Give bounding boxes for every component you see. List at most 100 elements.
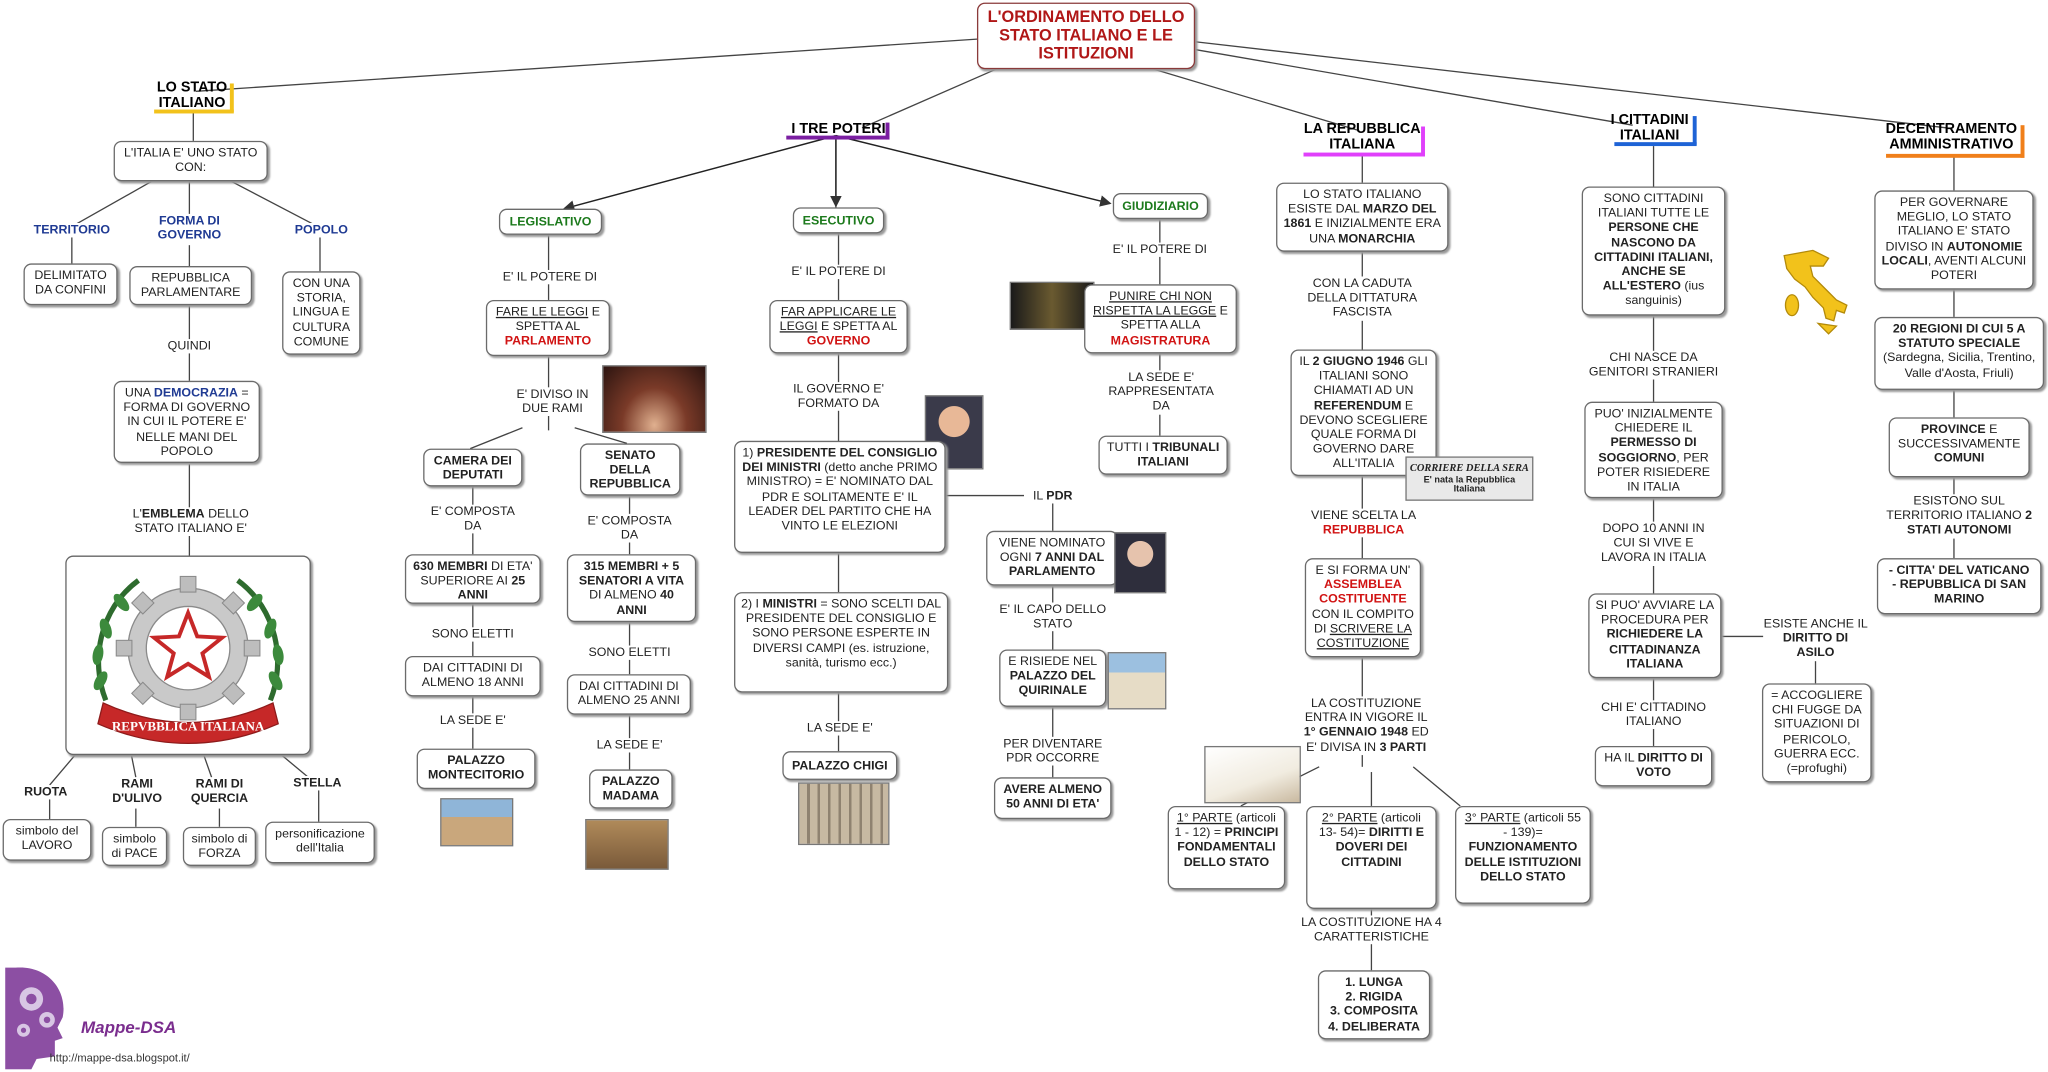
stato-san-marino: - REPUBBLICA DI SAN MARINO	[1892, 577, 2027, 607]
chigi-photo	[798, 782, 890, 846]
camera-cittadini-text: DAI CITTADINI DI ALMENO 18 ANNI	[421, 661, 524, 691]
ulivo-box-text: simbolo di PACE	[111, 832, 158, 861]
anni50-box: AVERE ALMENO 50 ANNI DI ETA'	[993, 777, 1112, 819]
senato-box: SENATO DELLA REPUBBLICA	[579, 443, 681, 496]
stella-box: personificazione dell'Italia	[265, 821, 375, 864]
eletti-senato: SONO ELETTI	[582, 645, 677, 661]
governare-c: , AVENTI ALCUNI POTERI	[1927, 254, 2027, 284]
senato-cittadini-text: DAI CITTADINI DI ALMENO 25 ANNI	[577, 679, 680, 709]
formato-text: IL GOVERNO E' FORMATO DA	[793, 382, 884, 412]
logo-url-text: http://mappe-dsa.blogspot.it/	[49, 1051, 190, 1065]
chi-text: CHI E' CITTADINO ITALIANO	[1601, 700, 1706, 730]
formato-label: IL GOVERNO E' FORMATO DA	[783, 382, 894, 412]
bar-repubblica-bottom	[1303, 152, 1425, 157]
punire-a: PUNIRE CHI NON RISPETTA LA LEGGE	[1092, 289, 1217, 319]
caduta-label: CON LA CADUTA DELLA DITTATURA FASCISTA	[1300, 276, 1424, 321]
punire-box: PUNIRE CHI NON RISPETTA LA LEGGE E SPETT…	[1084, 284, 1237, 354]
presidente-b: PRESIDENTE DEL CONSIGLIO DEI MINISTRI	[742, 446, 938, 475]
regioni-box: 20 REGIONI DI CUI 5 A STATUTO SPECIALE (…	[1874, 316, 2045, 390]
scelta-a: VIENE SCELTA LA	[1311, 508, 1417, 523]
democrazia-c: = FORMA DI GOVERNO IN CUI IL POTERE E' N…	[123, 386, 251, 459]
senato-membri-box: 315 MEMBRI + 5 SENATORI A VITA DI ALMENO…	[566, 554, 697, 623]
newspaper-headline: E' nata la Repubblica Italiana	[1423, 476, 1516, 495]
parte2-b: (articoli 13- 54)=	[1318, 811, 1421, 841]
parte1-a: 1° PARTE	[1176, 811, 1233, 826]
bar-poteri-bottom	[786, 135, 890, 140]
pdr-label: IL PDR	[1023, 489, 1082, 504]
quercia-text: RAMI DI QUERCIA	[190, 777, 249, 807]
presidente-a: 1)	[742, 446, 757, 461]
democrazia-a: UNA	[124, 386, 154, 401]
permesso-b: PERMESSO DI SOGGIORNO	[1598, 436, 1697, 466]
emblem-icon: REPVBBLICA ITALIANA	[92, 575, 284, 745]
bar-stato	[229, 83, 234, 113]
legislativo-potere-text: E' IL POTERE DI	[502, 269, 598, 285]
sede-governo: LA SEDE E'	[794, 721, 886, 736]
giudiziario-potere-text: E' IL POTERE DI	[1112, 242, 1207, 257]
dieci-label: DOPO 10 ANNI IN CUI SI VIVE E LAVORA IN …	[1593, 521, 1714, 566]
branch-stato-text: LO STATO ITALIANO	[156, 79, 228, 111]
nominato-a: VIENE NOMINATO OGNI	[998, 535, 1106, 565]
caduta-text: CON LA CADUTA DELLA DITTATURA FASCISTA	[1307, 276, 1418, 321]
parte3-c: FUNZIONAMENTO DELLE ISTITUZIONI DELLO ST…	[1464, 840, 1582, 884]
parte2-box: 2° PARTE (articoli 13- 54)= DIRITTI E DO…	[1306, 805, 1437, 909]
quirinale-box: E RISIEDE NEL PALAZZO DEL QUIRINALE	[999, 649, 1107, 707]
diviso-label: E' DIVISO IN DUE RAMI	[514, 387, 591, 417]
label-forma-governo-text: FORMA DI GOVERNO	[157, 213, 222, 243]
parte2-a: 2° PARTE	[1321, 811, 1378, 826]
cittadini-c: (ius sanguinis)	[1625, 279, 1705, 309]
tribunali-b: TRIBUNALI ITALIANI	[1137, 440, 1220, 470]
voto-box: HA IL DIRITTO DI VOTO	[1594, 745, 1713, 787]
popolo-box-text: CON UNA STORIA, LINGUA E CULTURA COMUNE	[292, 276, 351, 350]
parte3-a: 3° PARTE	[1464, 811, 1521, 826]
voto-a: HA IL	[1604, 751, 1638, 766]
forma-governo-box-text: REPUBBLICA PARLAMENTARE	[140, 271, 241, 301]
madama-box: PALAZZO MADAMA	[589, 769, 673, 809]
giudiziario-potere: E' IL POTERE DI	[1102, 242, 1218, 258]
applicare-c: GOVERNO	[806, 334, 871, 349]
branch-poteri-text: I TRE POTERI	[791, 121, 886, 137]
tribunale-photo	[1009, 281, 1095, 330]
branch-stato: LO STATO ITALIANO	[146, 80, 237, 111]
vigore-b: 1° GENNAIO 1948	[1303, 725, 1408, 740]
esecutivo-box: ESECUTIVO	[792, 207, 885, 234]
cittadini-box: SONO CITTADINI ITALIANI TUTTE LE PERSONE…	[1581, 186, 1726, 316]
anni50-text: AVERE ALMENO 50 ANNI DI ETA'	[1003, 782, 1103, 812]
sede-camera: LA SEDE E'	[431, 713, 515, 728]
stella-text: STELLA	[293, 775, 342, 791]
esiste-b: MARZO DEL 1861	[1283, 202, 1437, 232]
camera-text: CAMERA DEI DEPUTATI	[433, 453, 512, 483]
scelta-label: VIENE SCELTA LA REPUBBLICA	[1303, 508, 1424, 538]
applicare-b: E SPETTA AL	[817, 319, 898, 335]
capo-label: E' IL CAPO DELLO STATO	[995, 602, 1111, 632]
caratteristica-4: 4. DELIBERATA	[1328, 1019, 1420, 1034]
label-forma-governo: FORMA DI GOVERNO	[146, 213, 233, 244]
parte2-c: DIRITTI E DOVERI DEI CITTADINI	[1335, 825, 1425, 870]
senato-cittadini-box: DAI CITTADINI DI ALMENO 25 ANNI	[566, 674, 691, 715]
senato-text: SENATO DELLA REPUBBLICA	[589, 448, 671, 493]
nominato-b: 7 ANNI DAL PARLAMENTO	[1008, 550, 1105, 580]
newspaper-title: CORRIERE DELLA SERA	[1409, 461, 1529, 474]
stranieri-label: CHI NASCE DA GENITORI STRANIERI	[1580, 350, 1727, 381]
regioni-a: 20 REGIONI DI CUI 5 A STATUTO SPECIALE	[1892, 322, 2026, 352]
permesso-a: PUO' INIZIALMENTE CHIEDERE IL	[1594, 406, 1713, 436]
asilo-a: ESISTE ANCHE IL	[1763, 616, 1868, 632]
caratteristiche-text: LA COSTITUZIONE HA 4 CARATTERISTICHE	[1301, 915, 1442, 945]
sede-governo-text: LA SEDE E'	[806, 721, 873, 736]
accogliere-box: = ACCOGLIERE CHI FUGGE DA SITUAZIONI DI …	[1761, 683, 1872, 783]
emblema-c: DELLO STATO ITALIANO E'	[134, 507, 249, 537]
procedura-a: SI PUO' AVVIARE LA PROCEDURA PER	[1595, 598, 1715, 628]
parte1-c: PRINCIPI FONDAMENTALI DELLO STATO	[1177, 825, 1279, 870]
fare-leggi-a: FARE LE LEGGI	[495, 305, 589, 320]
province-b: E SUCCESSIVAMENTE	[1897, 422, 2021, 452]
territorio-box: DELIMITATO DA CONFINI	[23, 263, 118, 306]
governare-box: PER GOVERNARE MEGLIO, LO STATO ITALIANO …	[1874, 190, 2034, 290]
territorio-box-text: DELIMITATO DA CONFINI	[34, 268, 107, 298]
logo-url: http://mappe-dsa.blogspot.it/	[50, 1051, 190, 1064]
stranieri-text: CHI NASCE DA GENITORI STRANIERI	[1588, 350, 1719, 380]
province-a: PROVINCE	[1920, 422, 1986, 437]
italy-map-icon	[1783, 249, 1848, 335]
assemblea-a: E SI FORMA UN'	[1315, 563, 1411, 578]
popolo-box: CON UNA STORIA, LINGUA E CULTURA COMUNE	[282, 271, 361, 355]
procedura-box: SI PUO' AVVIARE LA PROCEDURA PER RICHIED…	[1588, 593, 1722, 679]
